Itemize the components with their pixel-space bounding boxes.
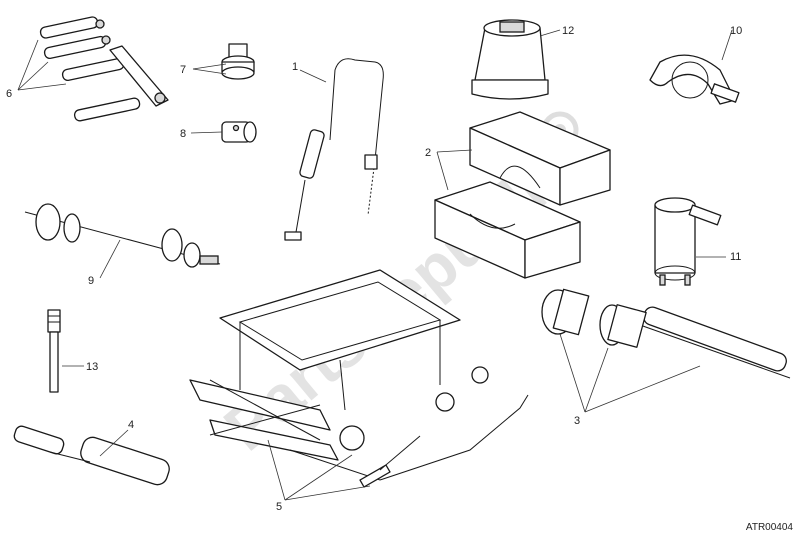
part-2-split-block-upper (469, 111, 611, 206)
part-10-ring-spanner (649, 54, 740, 105)
part-3-bar-with-sleeves (541, 288, 791, 379)
leader-lines (17, 29, 733, 501)
part-4-stepped-bar (13, 425, 170, 486)
part-11-cylinder-tool (654, 197, 722, 286)
callout-4: 4 (128, 419, 134, 431)
part-9-shaft-puller (24, 203, 221, 268)
callout-1: 1 (292, 61, 298, 73)
part-6-pin-tool (39, 16, 169, 122)
callout-9: 9 (88, 275, 94, 287)
callouts: 6 7 8 1 12 10 2 11 9 13 4 3 5 (6, 25, 742, 513)
part-5-lift-stand (189, 269, 529, 488)
drawing-reference-code: ATR00404 (746, 522, 794, 533)
callout-12: 12 (562, 25, 574, 37)
callout-10: 10 (730, 25, 742, 37)
part-1-hook-tool (284, 58, 384, 241)
part-12-socket (471, 19, 549, 100)
callout-7: 7 (180, 64, 186, 76)
part-7-adapter (221, 43, 255, 80)
part-8-bush (221, 121, 257, 143)
part-2-split-block-lower (434, 181, 581, 279)
callout-11: 11 (730, 251, 741, 263)
callout-6: 6 (6, 88, 12, 100)
part-13-threaded-pin (47, 309, 61, 393)
callout-5: 5 (276, 501, 282, 513)
callout-3: 3 (574, 415, 580, 427)
callout-13: 13 (86, 361, 98, 373)
callout-8: 8 (180, 128, 186, 140)
callout-2: 2 (425, 147, 431, 159)
